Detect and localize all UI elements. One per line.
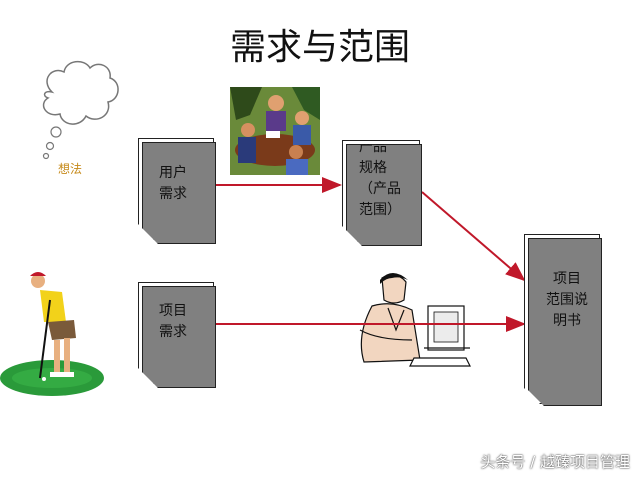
box-label: 项目 范围说 明书 bbox=[539, 269, 595, 332]
box-label: 产品 规格 （产品 范围） bbox=[359, 137, 401, 221]
box-scope-statement: 项目 范围说 明书 bbox=[528, 238, 602, 406]
watermark: 头条号 / 越臻项目管理 bbox=[480, 451, 630, 472]
meeting-clipart-icon bbox=[230, 87, 320, 175]
box-label: 用户 需求 bbox=[159, 163, 187, 205]
box-project-requirement: 项目 需求 bbox=[142, 286, 216, 388]
box-user-requirement: 用户 需求 bbox=[142, 142, 216, 244]
box-product-spec: 产品 规格 （产品 范围） bbox=[346, 144, 422, 246]
computer-user-clipart-icon bbox=[360, 273, 470, 366]
arrow-product-to-scope bbox=[422, 192, 524, 280]
thought-label: 想法 bbox=[58, 160, 82, 177]
thought-bubble-icon bbox=[44, 62, 119, 159]
box-label: 项目 需求 bbox=[159, 301, 187, 343]
golfer-clipart-icon bbox=[0, 272, 104, 396]
